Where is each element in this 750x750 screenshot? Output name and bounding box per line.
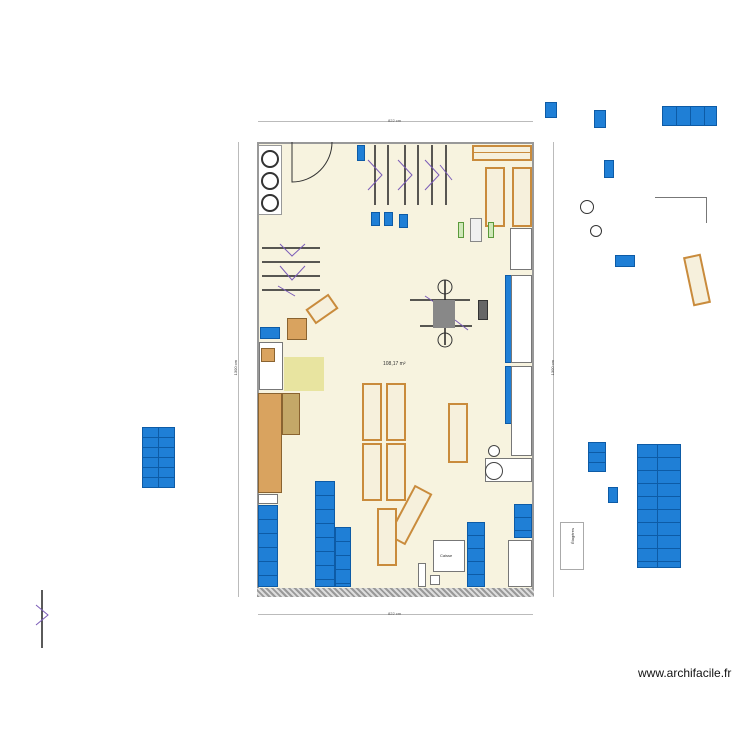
rack bbox=[386, 443, 406, 501]
outside-crate-row bbox=[662, 106, 717, 126]
outside-crate-stack bbox=[588, 442, 606, 472]
counter-wood bbox=[258, 393, 282, 493]
counter-wood-small bbox=[282, 393, 300, 435]
wall-cabinet bbox=[510, 228, 532, 270]
narrow-cabinet bbox=[418, 563, 426, 587]
outside-panel bbox=[560, 522, 584, 570]
small-box bbox=[478, 300, 488, 320]
outside-table-line-h bbox=[655, 197, 707, 198]
rack bbox=[386, 383, 406, 441]
floor-mat bbox=[430, 575, 440, 585]
outside-crate bbox=[604, 160, 614, 178]
outside-crate bbox=[594, 110, 606, 128]
green-display bbox=[458, 222, 464, 238]
stool bbox=[399, 214, 408, 228]
box bbox=[287, 318, 307, 340]
wheel-icon bbox=[261, 150, 279, 168]
area-label: 108,17 m² bbox=[383, 361, 406, 367]
outside-crate bbox=[545, 102, 557, 118]
outside-crate-stack-large bbox=[637, 444, 681, 568]
rack bbox=[448, 403, 468, 463]
shelf-blue-stack bbox=[335, 527, 351, 587]
outside-table-line-v bbox=[706, 197, 707, 223]
checkout-stool bbox=[488, 445, 500, 457]
bottom-wall bbox=[257, 588, 534, 597]
outside-stool bbox=[580, 200, 594, 214]
shelf-divider bbox=[474, 152, 530, 153]
shelf-vertical-1 bbox=[485, 167, 505, 227]
shelf-blue-stack bbox=[514, 504, 532, 538]
outside-panel-label: Étagères bbox=[570, 528, 575, 545]
green-display bbox=[488, 222, 494, 238]
wheel-icon bbox=[261, 194, 279, 212]
dimension-label-bottom: 822 cm bbox=[388, 611, 402, 616]
stack-divider bbox=[657, 444, 658, 568]
dimension-line-left bbox=[238, 142, 239, 597]
shelf-blue-stack bbox=[315, 481, 335, 587]
shelf-top bbox=[472, 145, 532, 161]
wall-shelf-white bbox=[511, 366, 532, 456]
rack bbox=[362, 383, 382, 441]
small-crate bbox=[261, 348, 275, 362]
shelf-blue-stack bbox=[258, 505, 278, 587]
counter-blue bbox=[260, 327, 280, 339]
rack bbox=[377, 508, 397, 566]
outside-crate bbox=[615, 255, 635, 267]
mannequin-base bbox=[433, 300, 455, 328]
dimension-line-top bbox=[258, 121, 533, 122]
wheel-icon bbox=[261, 172, 279, 190]
dimension-line-bottom bbox=[258, 614, 533, 615]
dimension-label-top: 822 cm bbox=[388, 118, 402, 123]
mirror bbox=[470, 218, 482, 242]
outside-crate bbox=[608, 487, 618, 503]
checkout-stool bbox=[485, 462, 503, 480]
rug bbox=[284, 357, 324, 391]
rack bbox=[362, 443, 382, 501]
storage-bin-white bbox=[258, 494, 278, 504]
dimension-line-right bbox=[553, 142, 554, 597]
watermark: www.archifacile.fr bbox=[638, 666, 732, 680]
small-cabinet bbox=[357, 145, 365, 161]
crate-divider bbox=[158, 427, 159, 488]
shelf-vertical-2 bbox=[512, 167, 532, 227]
stool bbox=[371, 212, 380, 226]
cabin bbox=[433, 540, 465, 572]
wall-shelf-white bbox=[511, 275, 532, 363]
cabin-label: Caisse bbox=[440, 553, 453, 558]
outside-stool bbox=[590, 225, 602, 237]
shelf-blue-stack bbox=[467, 522, 485, 587]
tall-cabinet bbox=[508, 540, 532, 587]
stool bbox=[384, 212, 393, 226]
